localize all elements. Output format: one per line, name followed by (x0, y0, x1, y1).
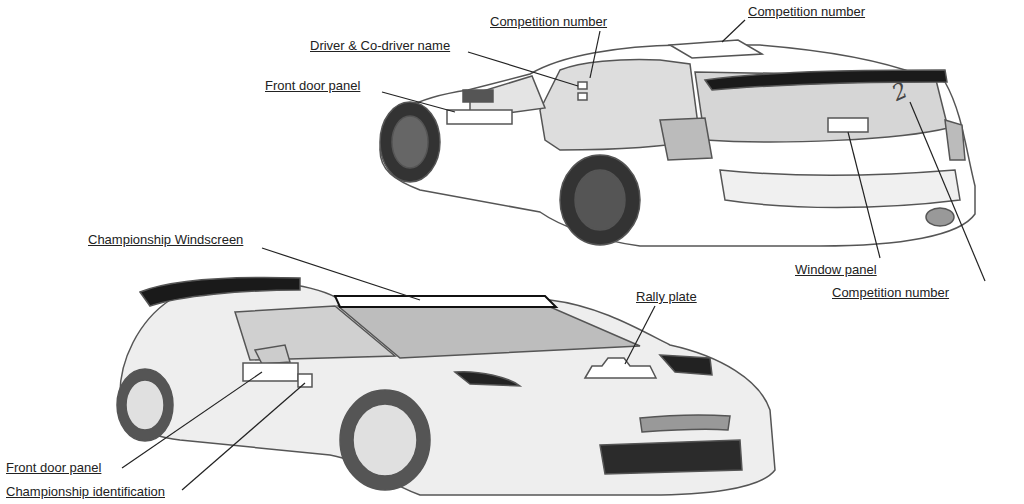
callout-label: Championship identification (6, 484, 165, 499)
callout-label: Rally plate (636, 289, 697, 304)
callout-label: Driver & Co-driver name (310, 38, 450, 53)
callout-label: Competition number (832, 285, 949, 300)
callout-label: Front door panel (6, 460, 101, 475)
callout-label: Competition number (490, 14, 607, 29)
callout-label: Window panel (795, 262, 877, 277)
callout-label: Championship Windscreen (88, 232, 243, 247)
callout-label: Front door panel (265, 78, 360, 93)
callout-label: Competition number (748, 4, 865, 19)
